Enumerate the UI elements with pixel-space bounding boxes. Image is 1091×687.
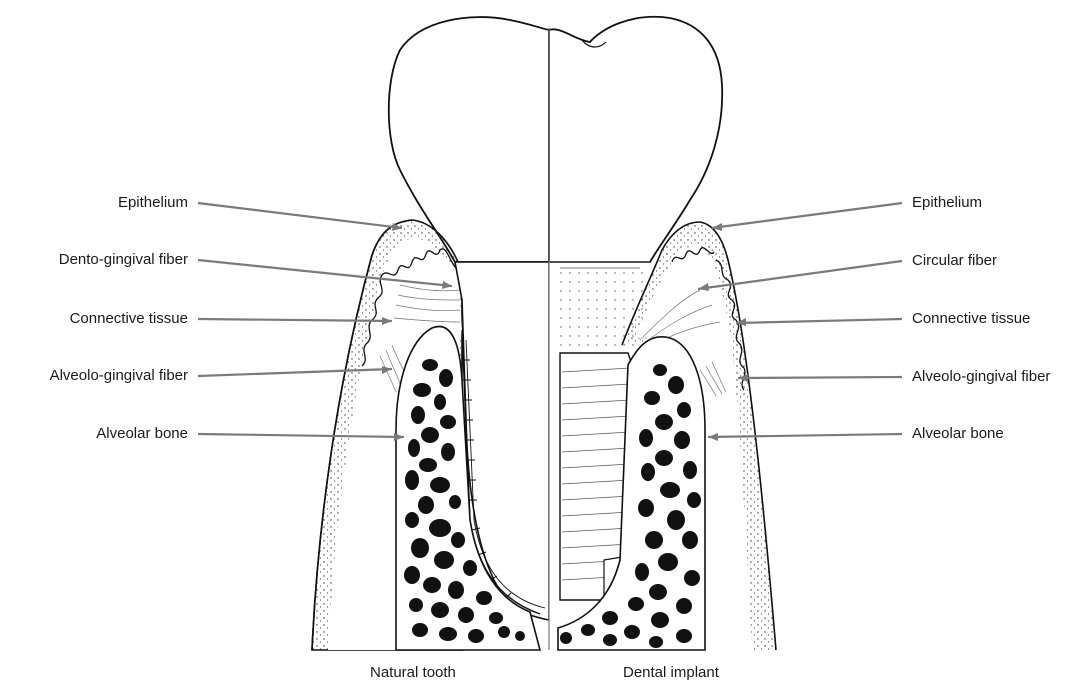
caption-dental-implant: Dental implant bbox=[623, 664, 719, 681]
label-alveolar-bone-left: Alveolar bone bbox=[96, 425, 188, 443]
label-connective-tissue-left: Connective tissue bbox=[70, 310, 188, 328]
label-alveolo-gingival-fiber-right: Alveolo-gingival fiber bbox=[912, 368, 1050, 386]
arrow-alveolo-gingival-fiber-right bbox=[738, 377, 902, 378]
label-alveolo-gingival-fiber-left: Alveolo-gingival fiber bbox=[50, 367, 188, 385]
label-circular-fiber: Circular fiber bbox=[912, 252, 997, 270]
label-connective-tissue-right: Connective tissue bbox=[912, 310, 1030, 328]
arrow-connective-tissue-right bbox=[736, 319, 902, 323]
tooth-crown bbox=[389, 17, 722, 262]
caption-natural-tooth: Natural tooth bbox=[370, 664, 456, 681]
label-epithelium-right: Epithelium bbox=[912, 194, 982, 212]
label-epithelium-left: Epithelium bbox=[118, 194, 188, 212]
arrow-epithelium-right bbox=[712, 203, 902, 228]
label-dento-gingival-fiber: Dento-gingival fiber bbox=[59, 251, 188, 269]
arrow-epithelium-left bbox=[198, 203, 402, 228]
label-alveolar-bone-right: Alveolar bone bbox=[912, 425, 1004, 443]
